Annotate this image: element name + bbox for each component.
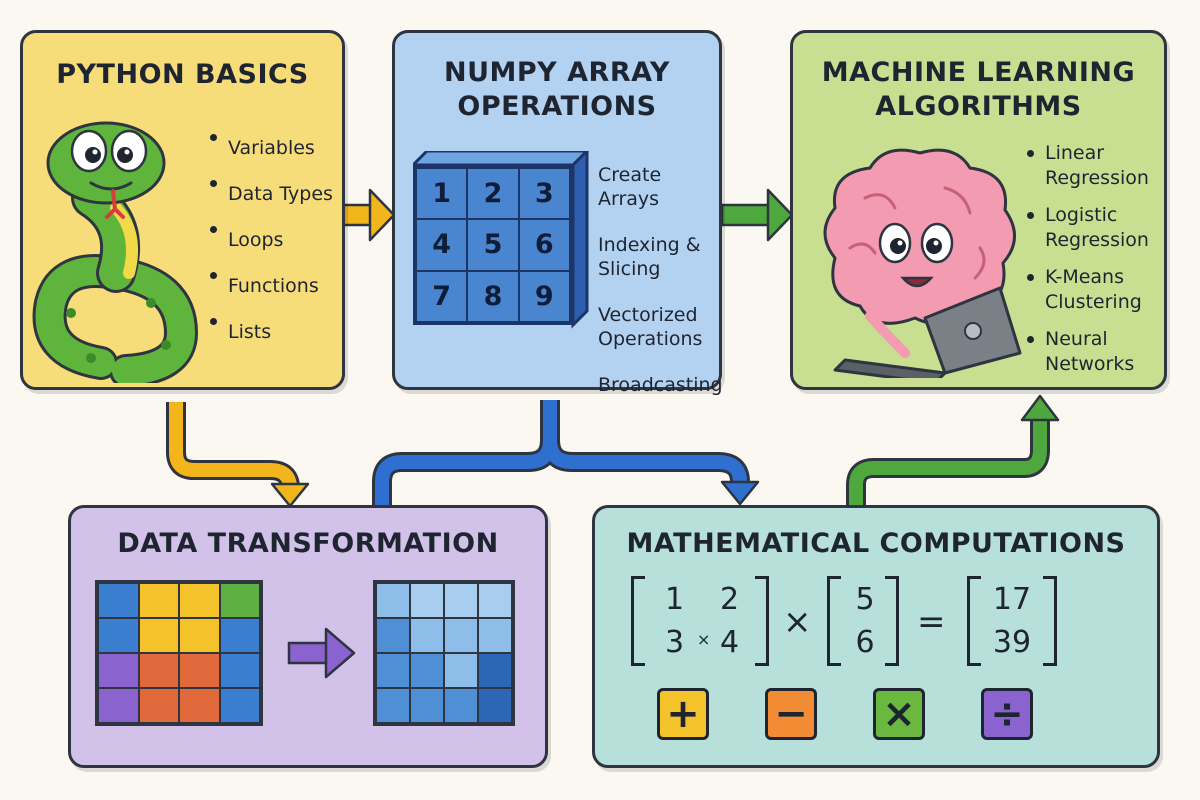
- list-item: Data Types: [208, 171, 333, 217]
- array-cell: 9: [518, 270, 570, 322]
- list-item: Broadcasting: [598, 373, 723, 397]
- result-right-bracket: [1043, 576, 1057, 666]
- transformed-data-grid: [373, 580, 515, 726]
- transform-arrow-icon: [287, 627, 356, 679]
- list-item-line: Vectorized: [598, 304, 698, 326]
- matrix-a-inner-times: ×: [697, 630, 711, 649]
- vector-b: 5 6: [843, 578, 887, 664]
- result-vector: 17 39: [981, 578, 1043, 664]
- list-item: Functions: [208, 263, 333, 309]
- result-left-bracket: [967, 576, 981, 666]
- list-item: Create Arrays: [598, 163, 723, 211]
- array-cell: 4: [416, 219, 468, 271]
- list-item-line: Neural: [1045, 328, 1108, 350]
- vector-b-cell: 5: [855, 582, 875, 617]
- data-transformation-panel: DATA TRANSFORMATION: [68, 505, 548, 768]
- result-cell: 39: [992, 625, 1032, 660]
- python-topic-list: Variables Data Types Loops Functions Lis…: [208, 125, 333, 355]
- arrow-python-to-data: [166, 402, 310, 508]
- vector-b-cell: 6: [855, 625, 875, 660]
- ml-title-line1: MACHINE LEARNING: [821, 57, 1136, 88]
- result-cell: 17: [992, 582, 1032, 617]
- plus-icon: +: [657, 688, 709, 740]
- array-cell: 5: [467, 219, 519, 271]
- list-item-line: Regression: [1045, 229, 1149, 251]
- matrix-a: 1 2 3 4: [647, 578, 757, 664]
- times-symbol: ×: [783, 602, 812, 642]
- list-item: Variables: [208, 125, 333, 171]
- list-item-line: Indexing &: [598, 234, 701, 256]
- matrix-a-cell: 4: [719, 625, 740, 660]
- array-cell: 3: [518, 168, 570, 220]
- matrix-a-cell: 2: [719, 582, 740, 617]
- matrix-a-cell: 1: [664, 582, 685, 617]
- brain-with-laptop-icon: [823, 148, 1022, 378]
- matrix-a-left-bracket: [631, 576, 645, 666]
- numpy-title-line2: OPERATIONS: [457, 91, 657, 122]
- python-basics-panel: PYTHON BASICS Variables Data Types Loops…: [20, 30, 345, 390]
- array-cell: 1: [416, 168, 468, 220]
- minus-icon: −: [765, 688, 817, 740]
- array-cell: 7: [416, 270, 468, 322]
- list-item-line: Operations: [598, 328, 703, 350]
- array-cell: 6: [518, 219, 570, 271]
- matrix-a-cell: 3: [664, 625, 685, 660]
- array-cube-grid: 1 2 3 4 5 6 7 8 9: [413, 165, 573, 325]
- data-transformation-title: DATA TRANSFORMATION: [117, 528, 499, 559]
- math-title: MATHEMATICAL COMPUTATIONS: [626, 528, 1126, 559]
- list-item-line: Create Arrays: [598, 164, 662, 210]
- list-item: Indexing &Slicing: [598, 233, 723, 281]
- equals-symbol: =: [917, 602, 946, 642]
- vector-b-right-bracket: [885, 576, 899, 666]
- list-item-line: K-Means: [1045, 266, 1124, 288]
- list-item-line: Slicing: [598, 258, 661, 280]
- list-item-line: Clustering: [1045, 291, 1142, 313]
- array-cell: 2: [467, 168, 519, 220]
- list-item-line: Networks: [1045, 353, 1135, 375]
- array-cell: 8: [467, 270, 519, 322]
- snake-icon: [32, 121, 199, 383]
- list-item: Loops: [208, 217, 333, 263]
- mathematical-computations-panel: MATHEMATICAL COMPUTATIONS 1 2 3 4 × × 5 …: [592, 505, 1160, 768]
- numpy-operations-panel: NUMPY ARRAY OPERATIONS 1 2 3 4 5 6 7 8 9…: [392, 30, 723, 396]
- list-item-line: Broadcasting: [598, 374, 723, 396]
- vector-b-left-bracket: [827, 576, 841, 666]
- python-basics-title: PYTHON BASICS: [56, 59, 309, 90]
- source-data-grid: [95, 580, 263, 726]
- arrow-numpy-to-ml: [720, 188, 794, 242]
- numpy-title-line1: NUMPY ARRAY: [444, 57, 670, 88]
- list-item: Lists: [208, 309, 333, 355]
- divide-icon: ÷: [981, 688, 1033, 740]
- multiply-icon: ×: [873, 688, 925, 740]
- arrow-math-to-ml: [846, 394, 1060, 505]
- list-item-line: Linear: [1045, 142, 1105, 164]
- list-item-line: Regression: [1045, 167, 1149, 189]
- ml-title-line2: ALGORITHMS: [875, 91, 1082, 122]
- numpy-topic-list: Create Arrays Indexing &Slicing Vectoriz…: [598, 163, 723, 419]
- matrix-a-right-bracket: [755, 576, 769, 666]
- list-item-line: Logistic: [1045, 204, 1118, 226]
